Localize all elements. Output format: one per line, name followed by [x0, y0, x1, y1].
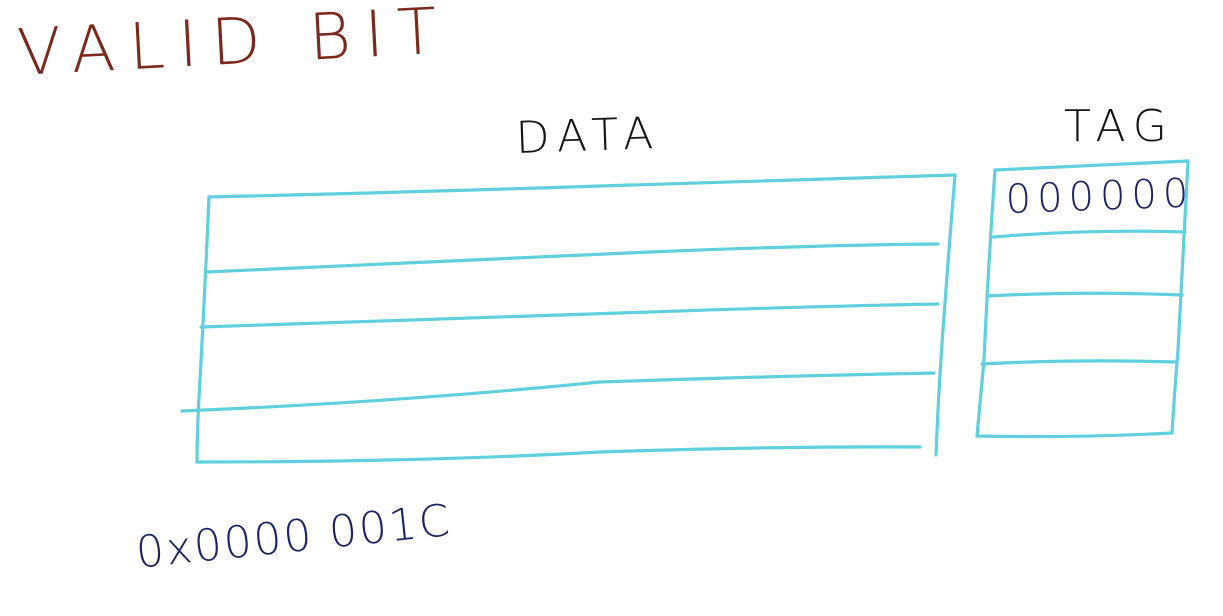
tag-row-divider-3	[980, 359, 1178, 366]
tag-row-1-value: 000000	[1004, 170, 1196, 223]
tag-table	[975, 159, 1190, 439]
tag-column-label: TAG	[1064, 101, 1175, 152]
data-row-divider-2	[199, 302, 940, 329]
tag-table-left-edge	[975, 168, 997, 438]
tag-table-top-edge	[993, 159, 1190, 172]
data-table-bottom-edge	[195, 445, 922, 464]
data-column-label: DATA	[514, 107, 662, 164]
data-table-right-edge	[934, 173, 957, 457]
data-row-divider-3	[180, 371, 936, 413]
tag-table-right-edge	[1170, 159, 1190, 435]
data-row-divider-1	[204, 242, 940, 274]
tag-table-bottom-edge	[975, 431, 1174, 439]
tag-row-divider-2	[985, 291, 1184, 298]
data-table-left-edge	[195, 195, 211, 464]
data-table	[180, 173, 957, 464]
data-table-top-edge	[207, 173, 957, 199]
tag-row-divider-1	[991, 229, 1187, 239]
address-prefix: 0x	[133, 521, 197, 579]
